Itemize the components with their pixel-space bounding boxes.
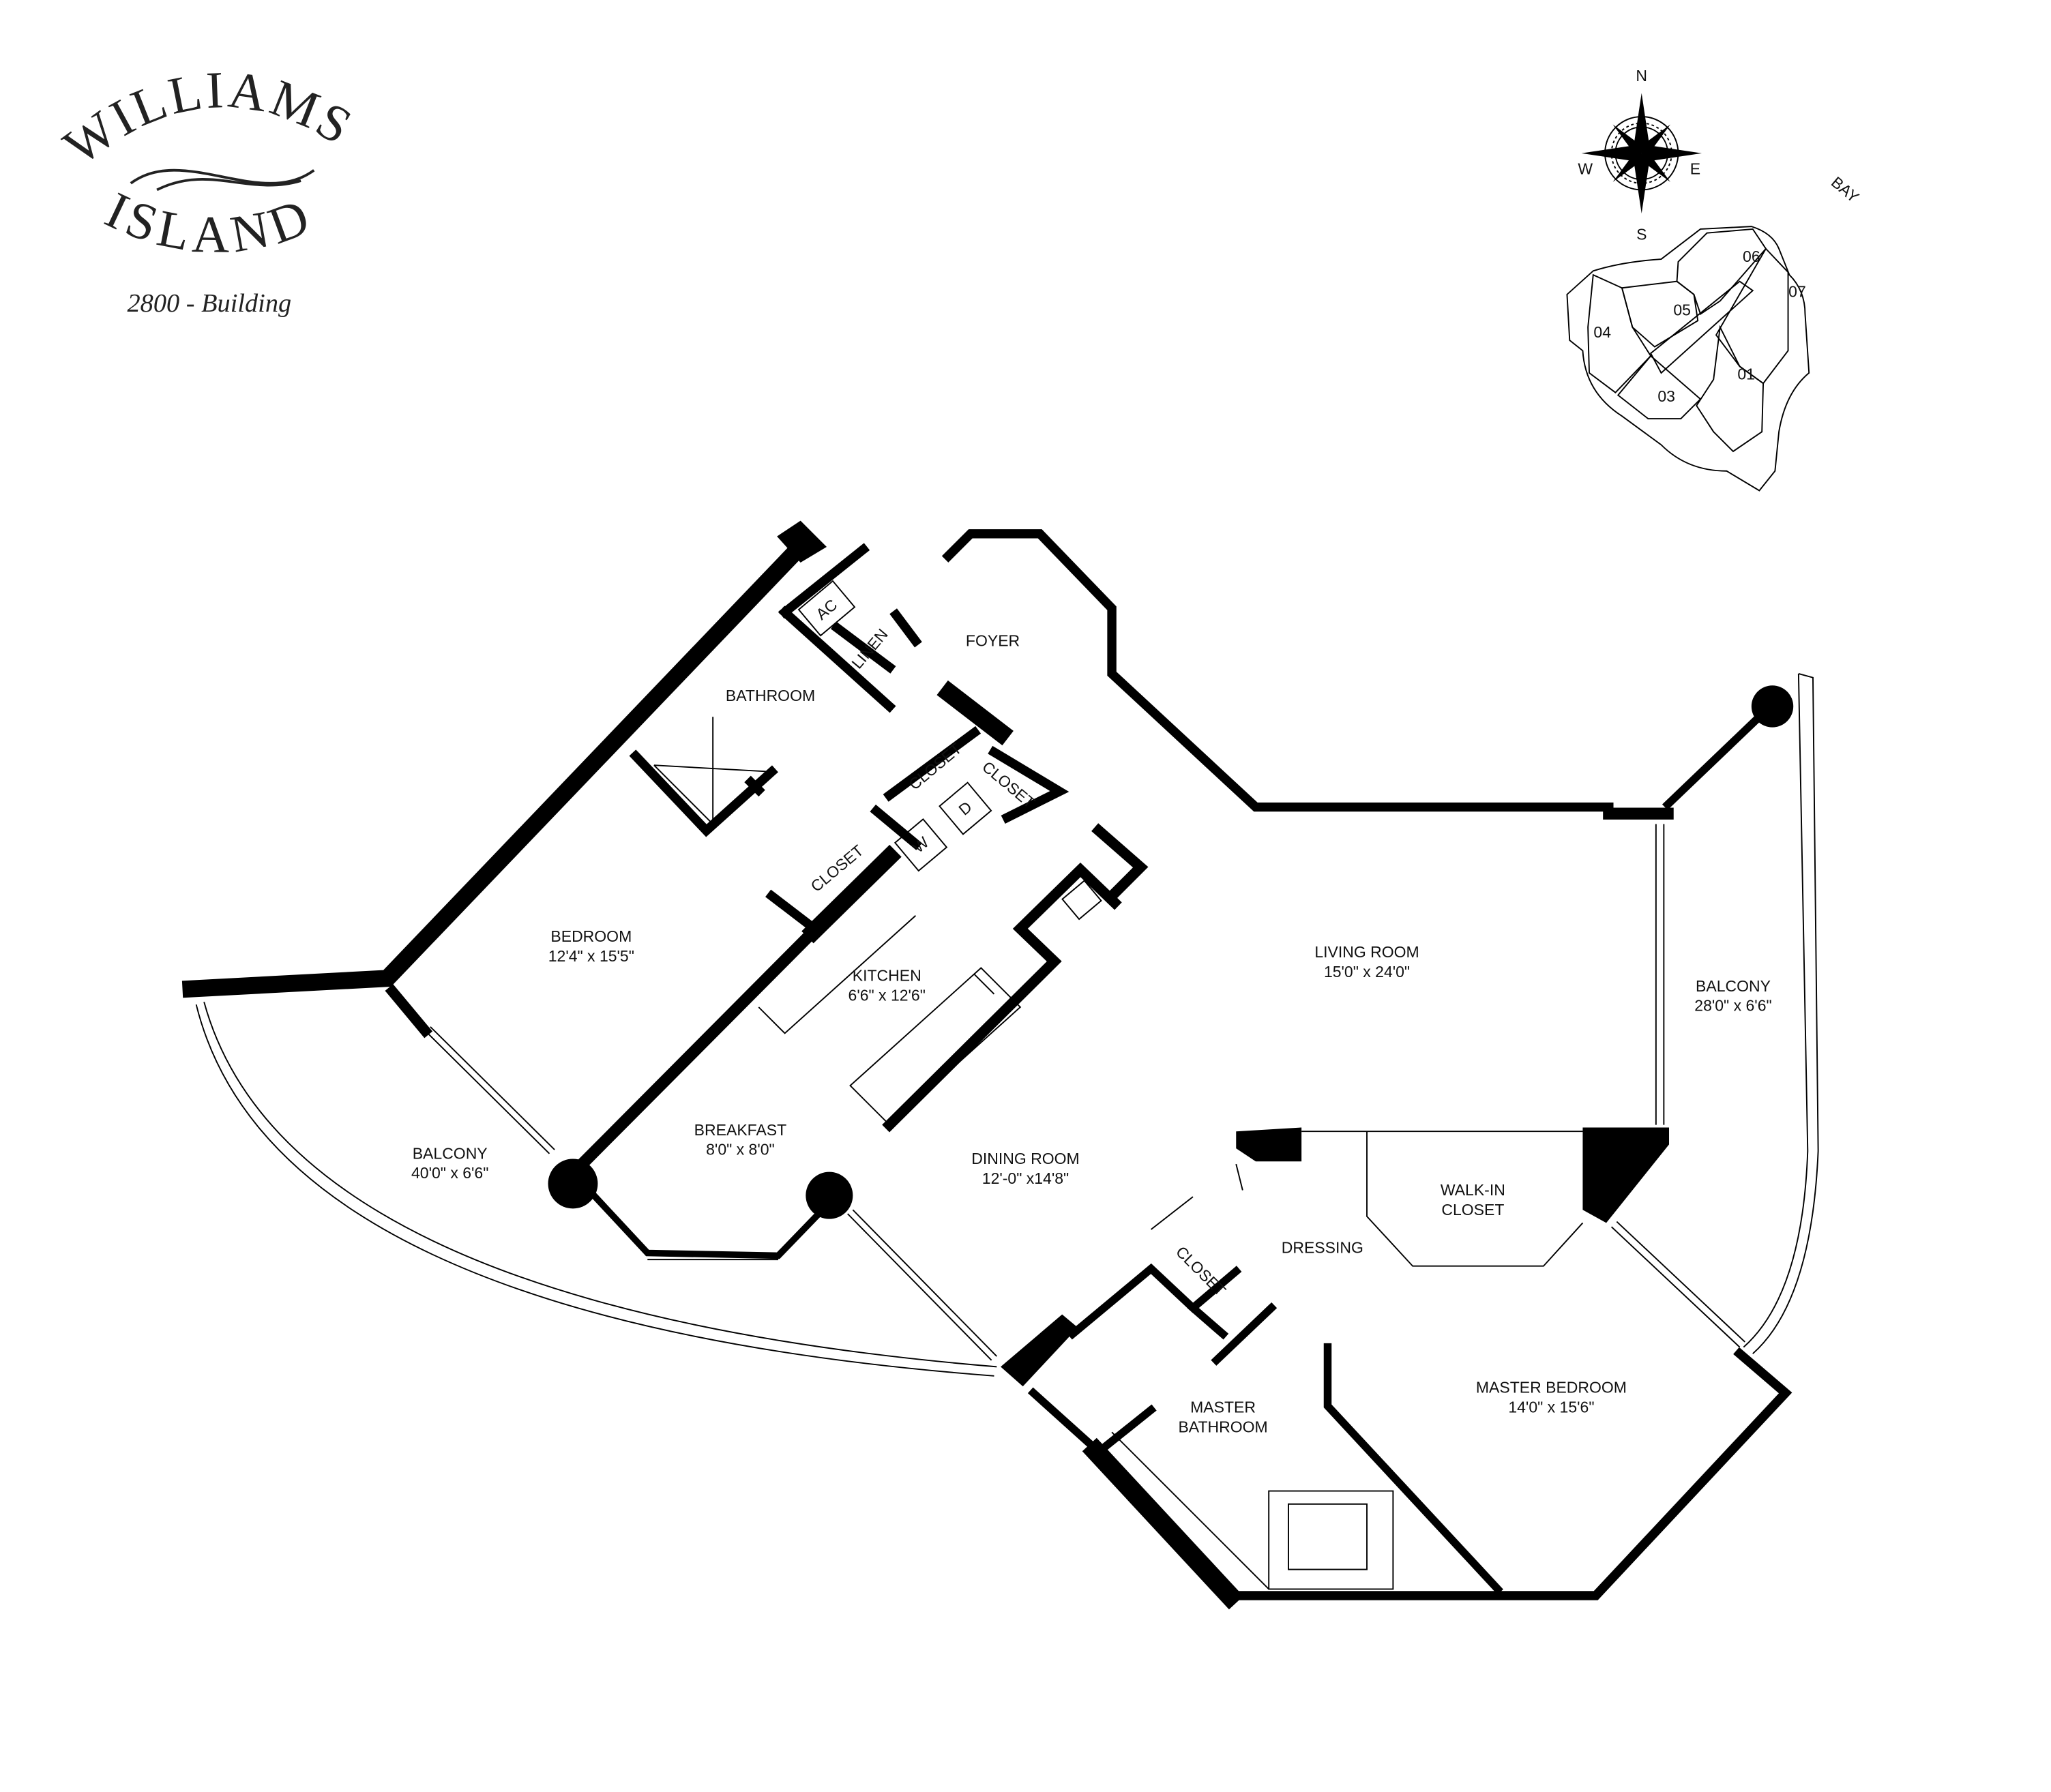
size-balcony-left: 40'0" x 6'6" bbox=[411, 1164, 488, 1182]
williams-island-logo: WILLIAMS ISLAND 2800 - Building bbox=[53, 60, 364, 318]
unit-04: 04 bbox=[1593, 323, 1611, 341]
label-dryer: D bbox=[955, 798, 975, 819]
column bbox=[548, 1159, 598, 1209]
size-breakfast: 8'0" x 8'0" bbox=[706, 1141, 775, 1159]
unit-06: 06 bbox=[1743, 248, 1760, 265]
label-master-bedroom: MASTER BEDROOM bbox=[1476, 1379, 1627, 1397]
size-kitchen: 6'6" x 12'6" bbox=[849, 986, 926, 1004]
key-plan-bay-label: BAY bbox=[1828, 173, 1863, 206]
logo-subtitle: 2800 - Building bbox=[127, 289, 291, 318]
logo-line2: ISLAND bbox=[97, 181, 321, 264]
compass-e: E bbox=[1690, 160, 1700, 177]
size-dining-room: 12'-0" x14'8" bbox=[982, 1169, 1069, 1187]
label-bedroom: BEDROOM bbox=[550, 927, 632, 945]
size-balcony-right: 28'0" x 6'6" bbox=[1694, 997, 1771, 1015]
label-master-bathroom-1: MASTER bbox=[1190, 1399, 1256, 1416]
size-bedroom: 12'4" x 15'5" bbox=[548, 947, 634, 965]
unit-07: 07 bbox=[1788, 283, 1806, 301]
label-dressing: DRESSING bbox=[1282, 1239, 1363, 1257]
label-closet-1: CLOSET bbox=[905, 739, 964, 793]
walls bbox=[181, 520, 1819, 1610]
column bbox=[806, 1171, 853, 1219]
label-kitchen: KITCHEN bbox=[853, 967, 921, 985]
label-dining-room: DINING ROOM bbox=[971, 1150, 1079, 1167]
compass-n: N bbox=[1636, 67, 1647, 85]
logo-line1: WILLIAMS bbox=[53, 60, 364, 176]
unit-03: 03 bbox=[1657, 387, 1675, 405]
unit-05: 05 bbox=[1673, 301, 1691, 319]
label-walk-in-closet-1: WALK-IN bbox=[1441, 1181, 1505, 1199]
label-breakfast: BREAKFAST bbox=[694, 1121, 786, 1139]
label-balcony-left: BALCONY bbox=[413, 1144, 488, 1162]
building-key-plan: BAY 06 07 05 04 01 03 bbox=[1566, 173, 1863, 492]
label-foyer: FOYER bbox=[966, 632, 1020, 650]
label-living-room: LIVING ROOM bbox=[1314, 943, 1419, 961]
label-master-bathroom-2: BATHROOM bbox=[1178, 1418, 1267, 1435]
column bbox=[1751, 685, 1794, 728]
label-bathroom: BATHROOM bbox=[726, 687, 815, 704]
compass-rose-icon bbox=[1581, 93, 1702, 213]
label-balcony-right: BALCONY bbox=[1696, 977, 1771, 995]
label-walk-in-closet-2: CLOSET bbox=[1441, 1201, 1504, 1219]
label-closet-4: CLOSET bbox=[1172, 1242, 1229, 1299]
logo-flourish bbox=[130, 168, 315, 192]
label-ac: AC bbox=[812, 596, 840, 623]
size-living-room: 15'0" x 24'0" bbox=[1324, 963, 1410, 981]
compass-s: S bbox=[1636, 225, 1647, 243]
compass-w: W bbox=[1578, 160, 1593, 177]
size-master-bedroom: 14'0" x 15'6" bbox=[1508, 1399, 1594, 1416]
unit-01: 01 bbox=[1737, 365, 1755, 383]
